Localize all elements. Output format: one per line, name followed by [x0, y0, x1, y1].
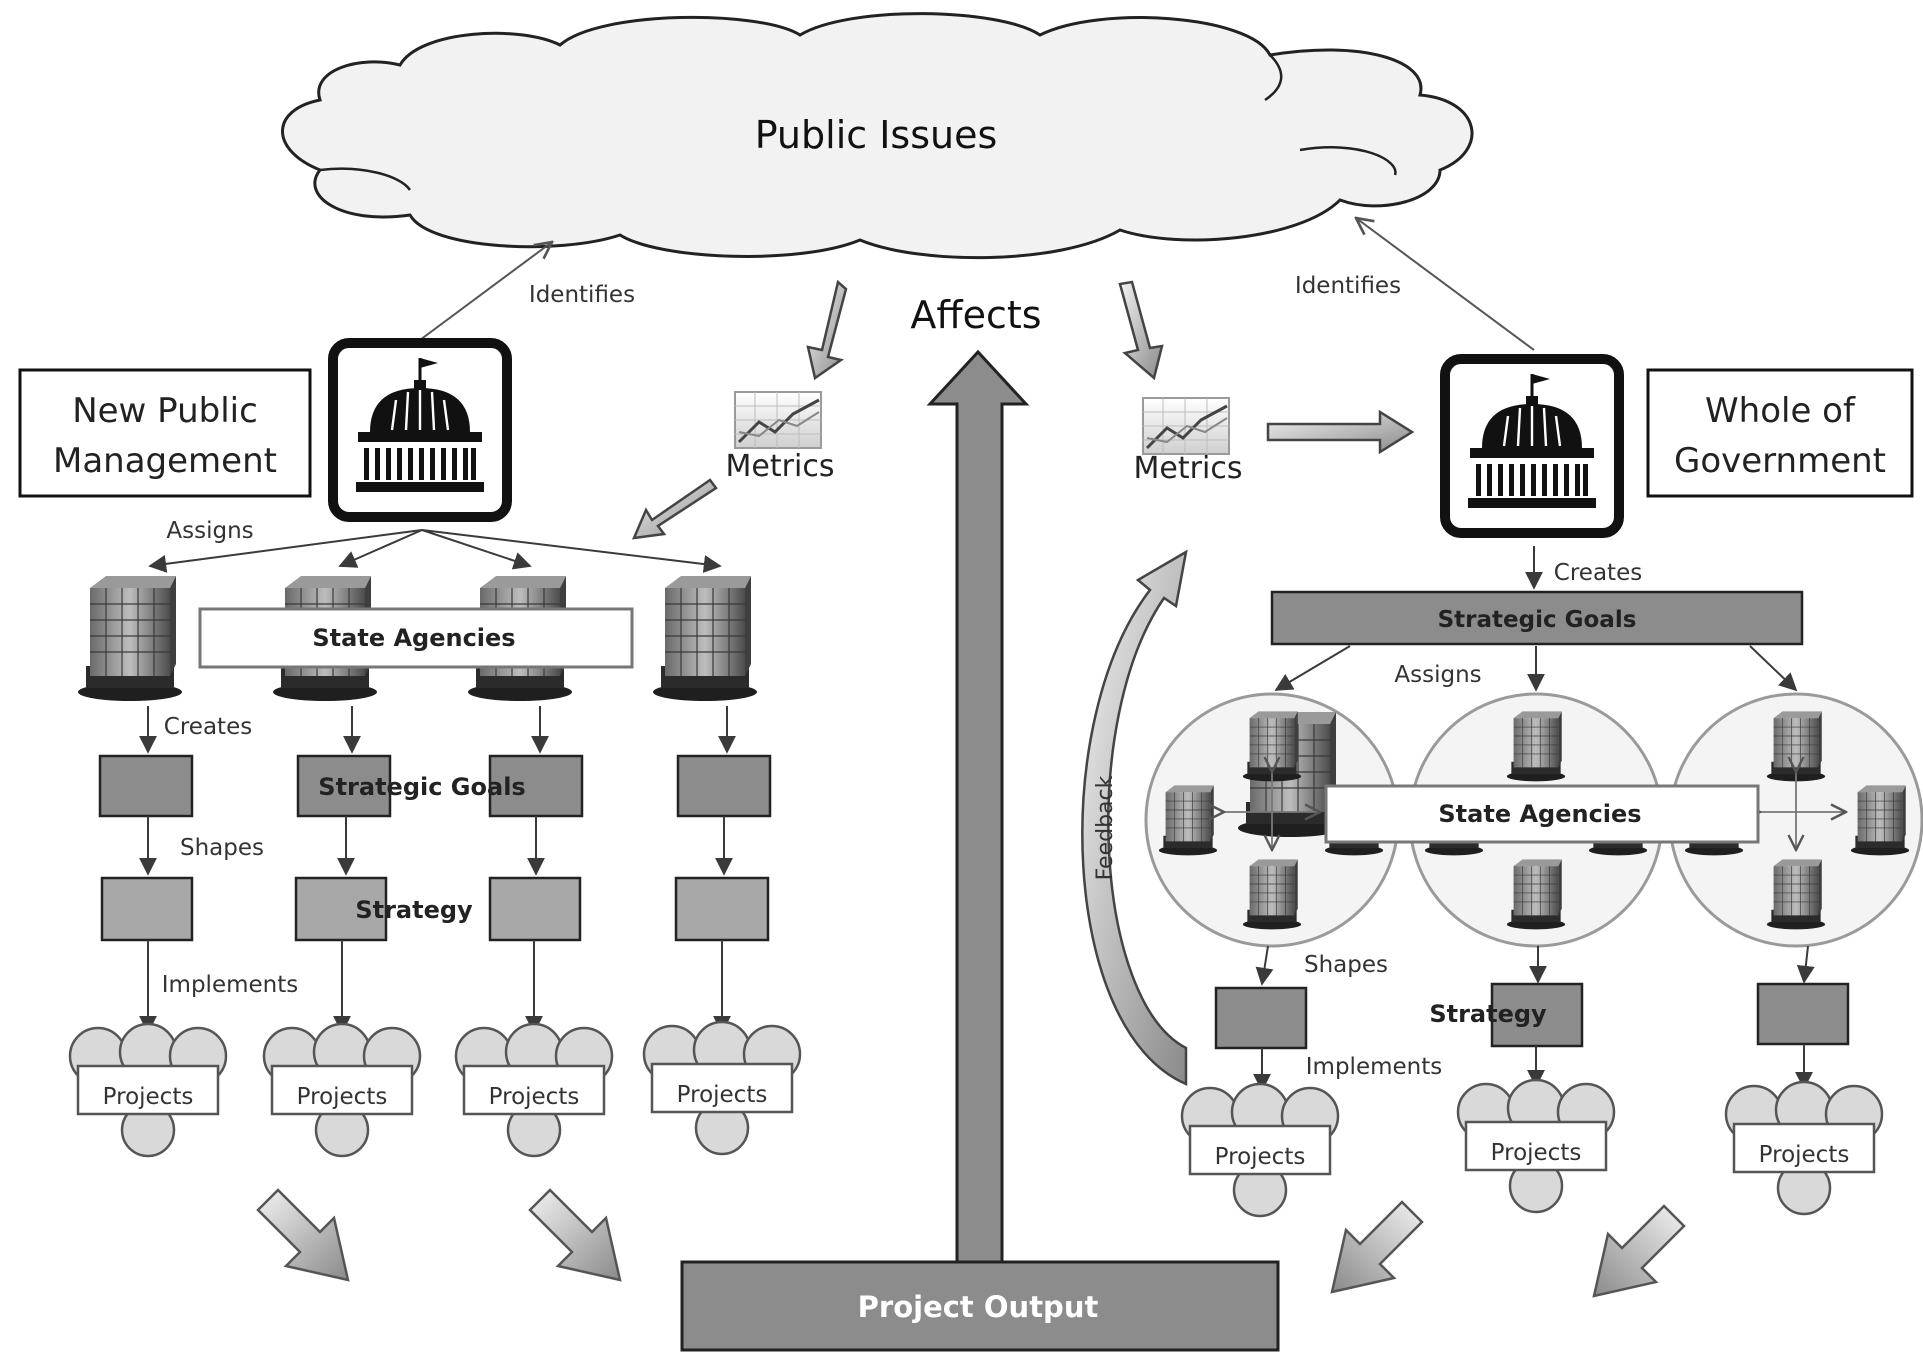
right-assigns-label: Assigns: [1394, 662, 1481, 688]
right-model-title-line2: Government: [1674, 441, 1886, 481]
left-state-agencies-box: [198, 607, 634, 669]
project-output-label: Project Output: [858, 1290, 1099, 1324]
left-metrics-to-agencies-arrow: [631, 478, 718, 540]
affects-big-arrow: [926, 349, 1030, 1264]
right-creates-label: Creates: [1554, 560, 1642, 586]
right-government-icon: [1445, 359, 1619, 533]
right-implements-label: Implements: [1306, 1054, 1442, 1080]
left-agency-building-1: [77, 575, 183, 702]
right-strategic-goals-bar: [1270, 590, 1804, 646]
right-metrics-to-government-arrow: [1266, 409, 1415, 455]
left-projects-label-2: Projects: [297, 1084, 388, 1110]
left-assigns-label: Assigns: [166, 518, 253, 544]
right-metrics-down-arrow: [1118, 280, 1164, 381]
left-strategy-label: Strategy: [355, 896, 473, 924]
right-projects-label-3: Projects: [1759, 1142, 1850, 1168]
left-model-title-line2: Management: [53, 441, 277, 481]
right-model-title-line1: Whole of: [1705, 391, 1856, 431]
right-state-agencies-box: [1324, 784, 1760, 844]
left-creates-label: Creates: [164, 714, 252, 740]
left-agency-building-4: [652, 575, 758, 702]
left-creates-arrows: [139, 706, 736, 754]
left-model-title-line1: New Public: [72, 391, 258, 431]
right-strategic-goals-label: Strategic Goals: [1438, 607, 1637, 633]
left-strategic-goals-label: Strategic Goals: [318, 773, 525, 801]
left-metrics-label: Metrics: [726, 449, 835, 484]
left-identifies-label: Identifies: [529, 282, 635, 308]
right-projects-label-1: Projects: [1215, 1144, 1306, 1170]
right-agency-cross-arrows: [1224, 772, 1846, 850]
project-output-box: [680, 1260, 1280, 1352]
right-model-title: Whole of Government: [1646, 368, 1914, 498]
left-model-title: New Public Management: [18, 368, 312, 498]
right-identifies-arrow: [1356, 218, 1535, 351]
feedback-label: Feedback: [1093, 775, 1118, 880]
right-projects-label-2: Projects: [1491, 1140, 1582, 1166]
left-identifies-arrow: [419, 242, 552, 341]
left-metrics-down-arrow: [806, 279, 848, 381]
right-metrics-label: Metrics: [1134, 451, 1243, 486]
left-assigns-arrows: [148, 529, 722, 573]
left-projects-label-4: Projects: [677, 1082, 768, 1108]
right-assigns-arrows: [1274, 645, 1798, 692]
right-shapes-label: Shapes: [1304, 952, 1388, 978]
right-state-agencies-label: State Agencies: [1438, 800, 1641, 828]
left-projects-label-3: Projects: [489, 1084, 580, 1110]
affects-label: Affects: [910, 293, 1041, 337]
left-metrics-chart-icon: [733, 390, 823, 450]
left-shapes-label: Shapes: [180, 835, 264, 861]
right-strategy-label: Strategy: [1429, 1000, 1547, 1028]
left-projects-label-1: Projects: [103, 1084, 194, 1110]
feedback-curved-arrow: [1081, 549, 1188, 1086]
left-state-agencies-label: State Agencies: [312, 624, 515, 652]
public-issues-label: Public Issues: [755, 113, 998, 157]
public-issues-cloud: Public Issues: [281, 12, 1474, 260]
left-strategy-row: [100, 876, 770, 942]
left-implements-arrows: [139, 940, 731, 1034]
left-strategic-goals-row: [98, 754, 772, 818]
right-output-arrow-2: [1592, 1204, 1686, 1298]
left-output-arrow-1: [256, 1188, 350, 1282]
right-shapes-arrows: [1255, 945, 1815, 986]
right-strategy-row: [1214, 982, 1850, 1050]
right-output-arrow-1: [1330, 1200, 1424, 1294]
left-shapes-arrows: [139, 816, 733, 876]
right-metrics-chart-icon: [1141, 396, 1231, 456]
right-identifies-label: Identifies: [1295, 273, 1401, 299]
left-implements-label: Implements: [162, 972, 298, 998]
left-government-icon: [333, 343, 507, 517]
left-output-arrow-2: [528, 1188, 622, 1282]
